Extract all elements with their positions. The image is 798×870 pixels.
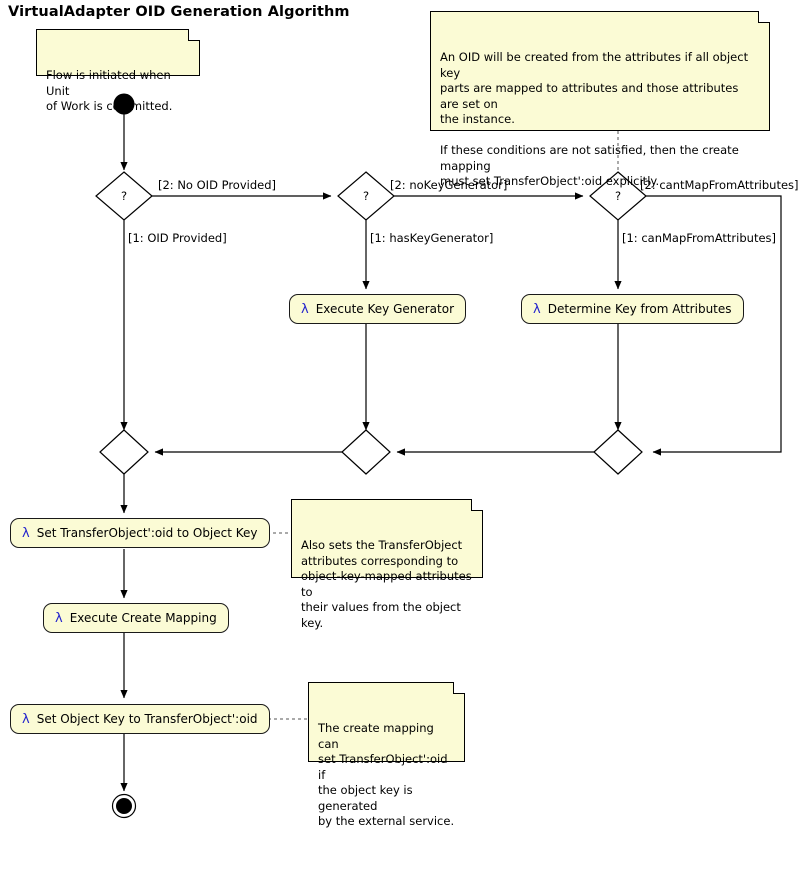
decision-1-glyph: ? [120, 189, 128, 203]
merge-node-1 [99, 429, 149, 475]
lambda-icon: λ [55, 610, 63, 626]
note-text: An OID will be created from the attribut… [440, 50, 749, 188]
lambda-icon: λ [533, 301, 541, 317]
merge-node-3 [593, 429, 643, 475]
action-label: Determine Key from Attributes [547, 302, 732, 316]
note-text: Also sets the TransferObject attributes … [301, 538, 472, 630]
merge-node-2 [341, 429, 391, 475]
edge-label-cant-map-from-attributes: [2: cantMapFromAttributes] [640, 178, 798, 192]
edge-label-oid-provided: [1: OID Provided] [128, 231, 227, 245]
action-set-object-key-to-transferobject-oid[interactable]: λ Set Object Key to TransferObject':oid [10, 704, 270, 734]
note-create-mapping-can-set-oid: The create mapping can set TransferObjec… [308, 682, 465, 828]
action-determine-key-from-attributes[interactable]: λ Determine Key from Attributes [521, 294, 744, 324]
note-also-sets-attributes: Also sets the TransferObject attributes … [291, 499, 483, 630]
edge-label-no-oid-provided: [2: No OID Provided] [158, 178, 276, 192]
note-text: The create mapping can set TransferObjec… [318, 721, 455, 828]
lambda-icon: λ [22, 525, 30, 541]
lambda-icon: λ [301, 301, 309, 317]
action-label: Set TransferObject':oid to Object Key [36, 526, 258, 540]
edge-label-has-key-generator: [1: hasKeyGenerator] [370, 231, 494, 245]
page-title: VirtualAdapter OID Generation Algorithm [8, 4, 350, 20]
action-label: Set Object Key to TransferObject':oid [36, 712, 258, 726]
note-fold-corner [471, 499, 483, 511]
edge-label-can-map-from-attributes: [1: canMapFromAttributes] [622, 231, 777, 245]
note-text: Flow is initiated when Unit of Work is c… [46, 68, 173, 113]
note-fold-corner [188, 29, 200, 41]
action-label: Execute Create Mapping [69, 611, 217, 625]
final-node-inner-dot [116, 798, 132, 814]
decision-2-glyph: ? [362, 189, 370, 203]
initial-node-circle [113, 93, 135, 115]
decision-3-glyph: ? [614, 189, 622, 203]
action-execute-key-generator[interactable]: λ Execute Key Generator [289, 294, 467, 324]
action-execute-create-mapping[interactable]: λ Execute Create Mapping [43, 603, 229, 633]
note-anchor-lines [238, 131, 619, 720]
edge-label-no-key-generator: [2: noKeyGenerator] [390, 178, 507, 192]
note-fold-corner [758, 11, 770, 23]
note-fold-corner [453, 682, 465, 694]
note-flow-initiated: Flow is initiated when Unit of Work is c… [36, 29, 200, 113]
action-set-transferobject-oid-to-object-key[interactable]: λ Set TransferObject':oid to Object Key [10, 518, 270, 548]
action-label: Execute Key Generator [315, 302, 455, 316]
note-oid-creation-conditions: An OID will be created from the attribut… [430, 11, 770, 188]
lambda-icon: λ [22, 711, 30, 727]
